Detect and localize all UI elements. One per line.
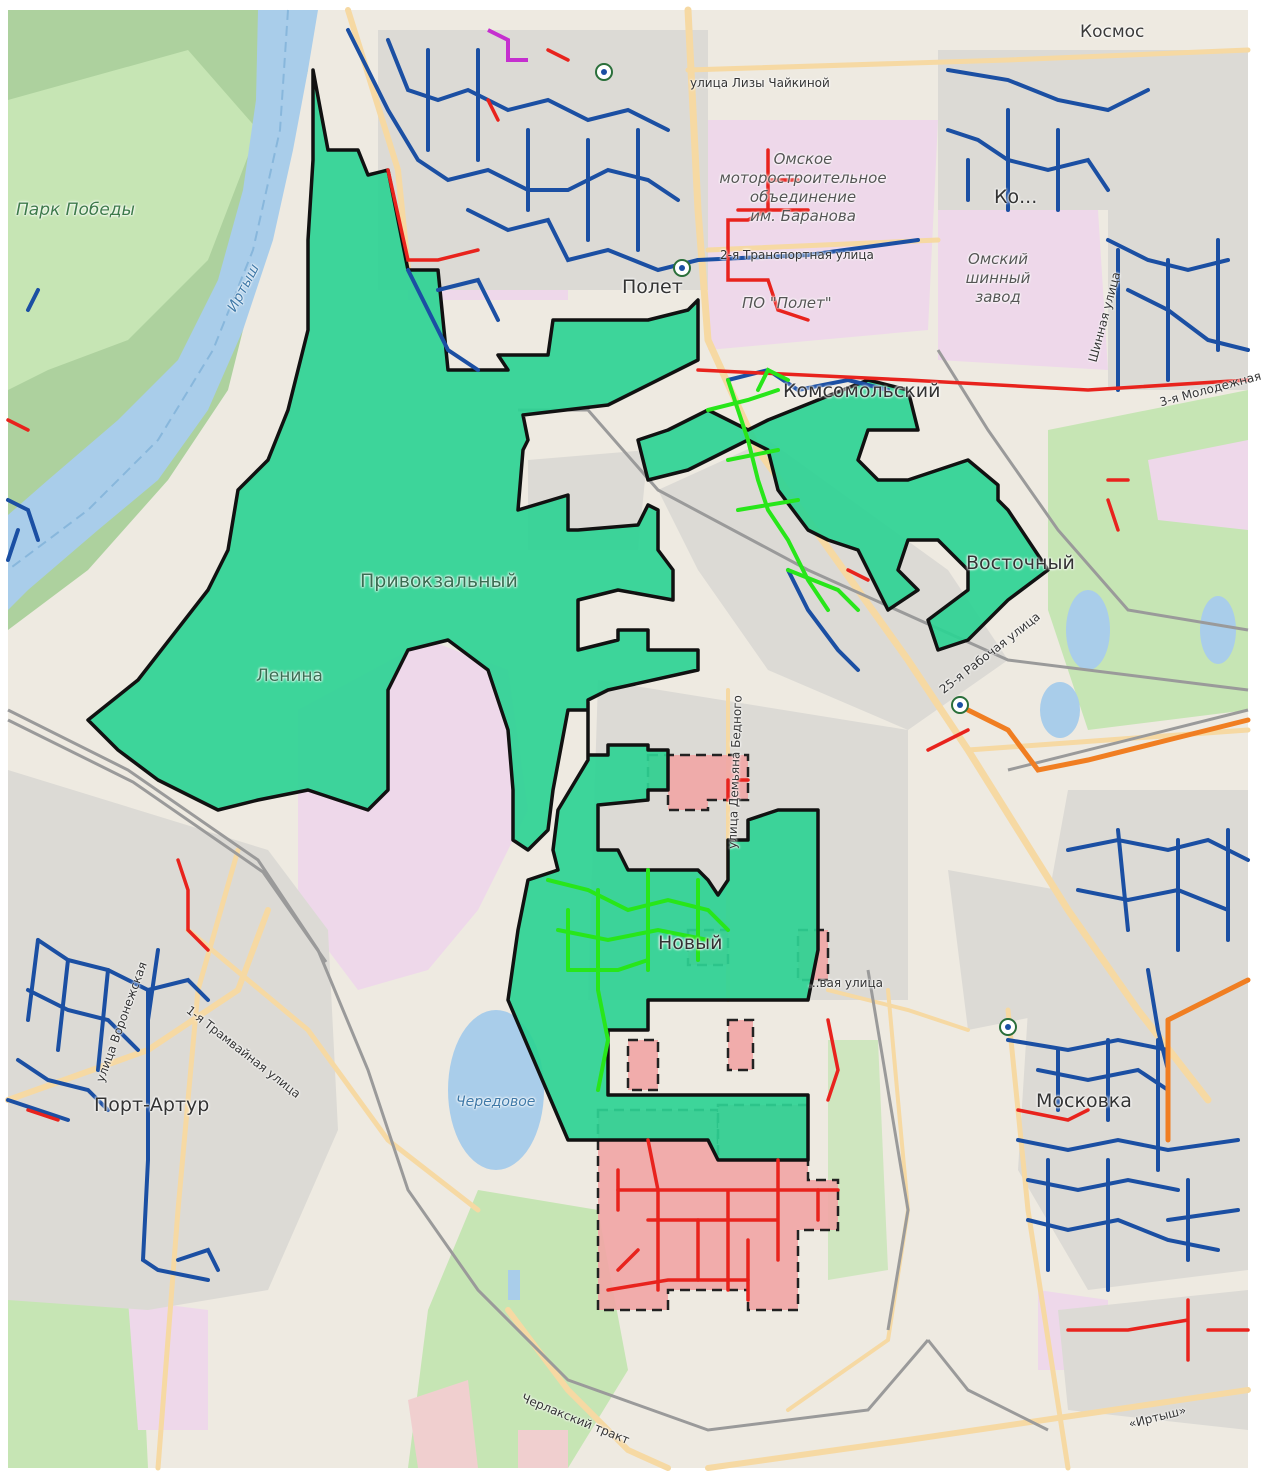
industrial-area <box>938 210 1108 370</box>
river-irtysh <box>8 10 318 610</box>
industrial-area <box>408 1380 478 1468</box>
map-canvas[interactable] <box>5 6 1251 1471</box>
network-magenta <box>487 28 528 62</box>
lake-cheredovoe <box>448 1010 544 1170</box>
lake <box>1066 590 1110 670</box>
bus-stop-icon[interactable] <box>673 259 691 277</box>
heating-network-orange <box>965 707 1251 1143</box>
bus-stop-icon[interactable] <box>951 696 969 714</box>
pond <box>508 1270 520 1300</box>
lake <box>1200 596 1236 664</box>
residential-area <box>948 870 1068 1030</box>
river-channel <box>7 9 289 571</box>
heating-network-blue <box>6 28 1250 1292</box>
residential-area <box>378 30 708 290</box>
park-area <box>828 1040 888 1280</box>
bus-stop-icons <box>595 63 1017 1036</box>
map-viewport[interactable]: Парк Победы Иртыш Космос улица Лизы Чайк… <box>5 6 1263 1471</box>
residential-area <box>938 50 1248 210</box>
park-area <box>8 50 258 390</box>
residential-area <box>8 770 338 1310</box>
industrial-area <box>518 1430 568 1468</box>
industrial-area <box>708 120 938 350</box>
bus-stop-icon[interactable] <box>595 63 613 81</box>
heating-network-green <box>546 367 860 1092</box>
residential-area <box>1108 210 1248 390</box>
railway-network <box>7 349 1249 1432</box>
industrial-area <box>1148 440 1248 530</box>
heating-network-red <box>6 48 1250 1362</box>
residential-area <box>1058 1290 1248 1430</box>
residential-area <box>658 440 1008 730</box>
lake <box>1040 682 1080 738</box>
bus-stop-icon[interactable] <box>999 1018 1017 1036</box>
